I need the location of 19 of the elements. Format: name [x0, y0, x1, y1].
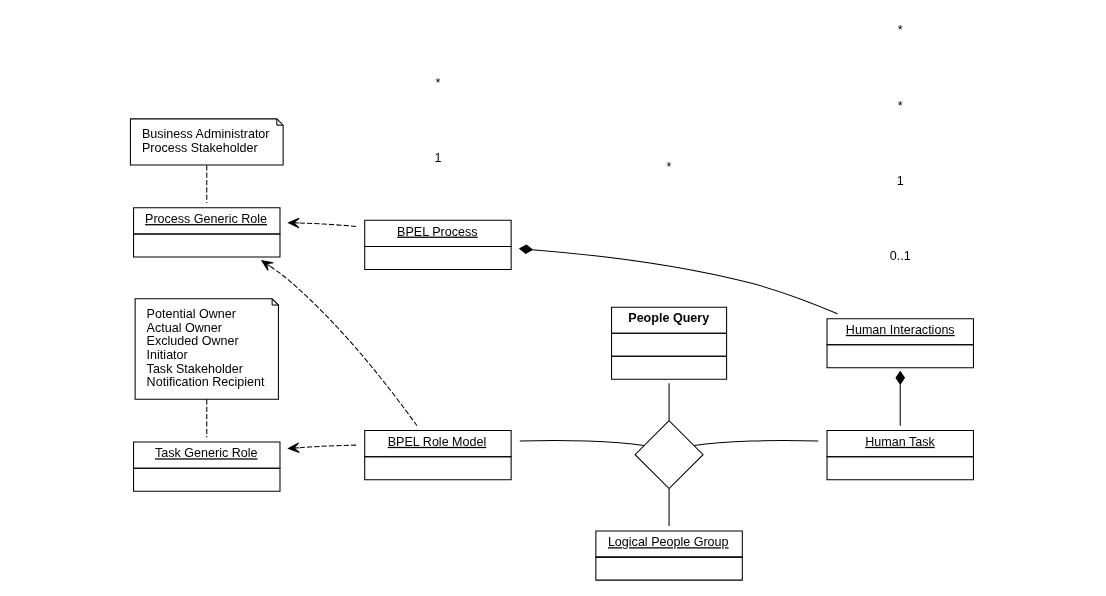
connector [518, 440, 644, 447]
node-diamond [633, 419, 704, 490]
label: * [897, 98, 903, 113]
connector [518, 244, 838, 315]
connector [668, 382, 670, 422]
connector [894, 370, 905, 427]
arrow [287, 217, 357, 229]
connector [693, 440, 819, 447]
label: 0..1 [889, 249, 911, 264]
connector [205, 398, 207, 438]
arrow [287, 442, 357, 453]
label: * [434, 75, 440, 90]
connector [205, 164, 207, 204]
label: * [666, 160, 672, 175]
label: * [897, 23, 903, 38]
connector [668, 488, 670, 527]
label: 1 [896, 173, 904, 188]
arrow [260, 260, 417, 427]
label: 1 [433, 150, 441, 165]
